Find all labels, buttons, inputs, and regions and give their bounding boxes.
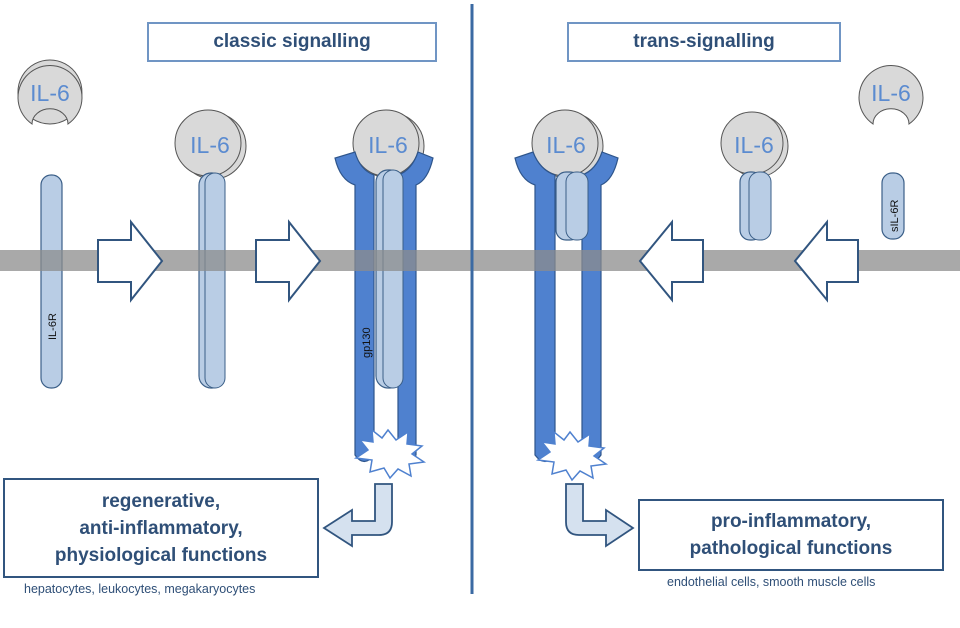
il6r-receptor-free: IL-6R: [40, 174, 63, 389]
gp130-label: gp130: [361, 327, 373, 358]
sil6r-bound: [739, 171, 772, 241]
left-arrow-2: [793, 219, 859, 303]
il6-free-classic: IL-6: [17, 59, 83, 125]
outcome-line: pathological functions: [689, 538, 893, 559]
il6-label: IL-6: [734, 132, 774, 158]
gp130-dimer-classic: gp130: [334, 151, 434, 480]
il6-free-trans: IL-6: [858, 65, 924, 125]
il6-bound-classic-2: IL-6: [352, 109, 425, 180]
activation-burst: [353, 428, 427, 480]
il6-bound-trans-2: IL-6: [720, 111, 789, 178]
outcome-arrow-trans: [565, 483, 635, 548]
activation-burst: [535, 430, 609, 482]
gp130-dimer-trans: [514, 151, 619, 482]
il6-label: IL-6: [30, 80, 70, 106]
trans-outcome-box: pro-inflammatory, pathological functions: [638, 499, 944, 571]
il6-label: IL-6: [190, 132, 230, 158]
il6-bound-classic-1: IL-6: [174, 109, 247, 180]
cell-membrane: [0, 250, 960, 271]
il6-label: IL-6: [368, 132, 408, 158]
right-arrow-2: [255, 219, 322, 303]
outcome-line: anti-inflammatory,: [79, 517, 243, 539]
classic-outcome-box: regenerative, anti-inflammatory, physiol…: [3, 478, 319, 578]
sil6r-free: sIL-6R: [881, 172, 905, 240]
sil6r-label: sIL-6R: [889, 200, 901, 232]
classic-signalling-heading: classic signalling: [147, 22, 437, 62]
trans-signalling-heading: trans-signalling: [567, 22, 841, 62]
classic-cell-types: hepatocytes, leukocytes, megakaryocytes: [24, 582, 256, 596]
outcome-arrow-classic: [322, 483, 393, 548]
trans-cell-types: endothelial cells, smooth muscle cells: [667, 575, 876, 589]
il6-label: IL-6: [546, 132, 586, 158]
outcome-line: physiological functions: [54, 544, 268, 566]
il6r-receptor-bound: [198, 172, 226, 389]
il6-bound-trans-1: IL-6: [531, 109, 604, 180]
outcome-line: pro-inflammatory,: [710, 511, 872, 532]
outcome-line: regenerative,: [101, 490, 221, 512]
il6-label: IL-6: [871, 80, 911, 106]
right-arrow-1: [97, 219, 164, 303]
il6r-label: IL-6R: [47, 313, 59, 340]
left-arrow-1: [638, 219, 704, 303]
